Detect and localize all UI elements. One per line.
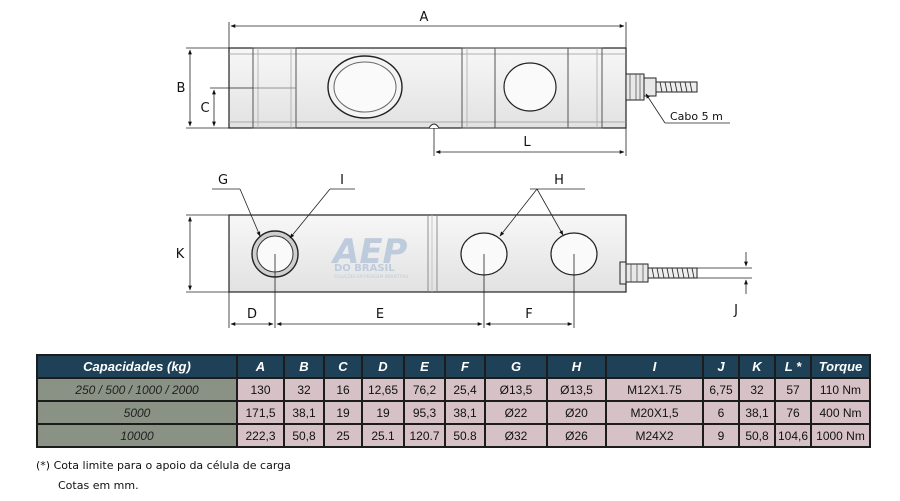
dim-label-g: G: [218, 173, 228, 188]
table-cell: 38,1: [738, 400, 776, 425]
table-cell: 19: [323, 400, 363, 425]
column-header-dim-7: G: [484, 354, 548, 379]
table-cell: 6,75: [702, 377, 740, 402]
dim-label-c: C: [200, 101, 209, 116]
column-header-capacity: Capacidades (kg): [36, 354, 238, 379]
table-cell: 1000 Nm: [810, 423, 871, 448]
table-cell: Ø20: [546, 400, 607, 425]
table-cell: 104,6: [774, 423, 812, 448]
table-cell: 95,3: [403, 400, 446, 425]
column-header-dim-9: I: [605, 354, 704, 379]
table-cell: 38,1: [283, 400, 325, 425]
table-cell: 110 Nm: [810, 377, 871, 402]
column-header-dim-4: D: [361, 354, 405, 379]
table-cell: 50,8: [738, 423, 776, 448]
dim-label-e: E: [376, 307, 384, 322]
cable-gland-top: [625, 73, 645, 101]
dim-label-f: F: [525, 307, 532, 322]
table-cell: 171,5: [236, 400, 285, 425]
aep-watermark-logo: AEP DO BRASIL SOLUÇÕES EM PESAGEM INDUST…: [330, 232, 410, 279]
column-header-dim-11: K: [738, 354, 776, 379]
capacity-cell: 5000: [36, 400, 238, 425]
table-cell: 222,3: [236, 423, 285, 448]
cable-bottom: [647, 267, 698, 279]
load-cell-drawing: A B C L Cabo 5 m AEP DO BRASIL SOLUÇÕES …: [176, 10, 752, 328]
table-cell: M12X1.75: [605, 377, 704, 402]
column-header-dim-2: B: [283, 354, 325, 379]
column-header-dim-10: J: [702, 354, 740, 379]
footnotes: (*) Cota limite para o apoio da célula d…: [36, 456, 291, 496]
column-header-dim-1: A: [236, 354, 285, 379]
table-cell: 38,1: [444, 400, 486, 425]
dim-label-h: H: [554, 173, 564, 188]
dim-label-k: K: [176, 247, 185, 262]
dim-label-l: L: [523, 135, 531, 150]
table-cell: Ø26: [546, 423, 607, 448]
column-header-torque: Torque: [810, 354, 871, 379]
capacity-cell: 250 / 500 / 1000 / 2000: [36, 377, 238, 402]
table-cell: 50,8: [283, 423, 325, 448]
column-header-dim-12: L *: [774, 354, 812, 379]
table-cell: 25: [323, 423, 363, 448]
table-cell: 130: [236, 377, 285, 402]
dim-label-d: D: [247, 307, 257, 322]
cable-length-label: Cabo 5 m: [670, 110, 723, 123]
svg-text:SOLUÇÕES EM PESAGEM INDUSTRIAL: SOLUÇÕES EM PESAGEM INDUSTRIAL: [334, 274, 410, 279]
column-header-dim-5: E: [403, 354, 446, 379]
table-cell: 12,65: [361, 377, 405, 402]
table-cell: 19: [361, 400, 405, 425]
top-view: A B C L Cabo 5 m: [177, 10, 730, 156]
column-header-dim-3: C: [323, 354, 363, 379]
table-cell: 57: [774, 377, 812, 402]
dim-label-i: I: [340, 173, 344, 188]
footnote-cota-limite: (*) Cota limite para o apoio da célula d…: [36, 459, 291, 472]
table-cell: 6: [702, 400, 740, 425]
table-cell: 32: [738, 377, 776, 402]
table-cell: 32: [283, 377, 325, 402]
svg-text:DO BRASIL: DO BRASIL: [334, 263, 395, 274]
dim-label-b: B: [177, 81, 186, 96]
table-cell: 400 Nm: [810, 400, 871, 425]
svg-text:AEP: AEP: [330, 232, 408, 272]
table-cell: 9: [702, 423, 740, 448]
table-cell: 16: [323, 377, 363, 402]
table-cell: Ø13,5: [546, 377, 607, 402]
table-cell: 76: [774, 400, 812, 425]
load-hole-top: [503, 62, 557, 112]
cable-top: [655, 81, 698, 93]
column-header-dim-6: F: [444, 354, 486, 379]
table-cell: M24X2: [605, 423, 704, 448]
table-cell: 120.7: [403, 423, 446, 448]
table-cell: M20X1,5: [605, 400, 704, 425]
table-cell: 25,4: [444, 377, 486, 402]
capacity-cell: 10000: [36, 423, 238, 448]
dim-label-j: J: [733, 303, 738, 318]
column-header-dim-8: H: [546, 354, 607, 379]
table-cell: Ø32: [484, 423, 548, 448]
table-cell: Ø22: [484, 400, 548, 425]
footnote-units: Cotas em mm.: [58, 479, 139, 492]
table-cell: 50.8: [444, 423, 486, 448]
table-cell: 76,2: [403, 377, 446, 402]
bottom-view: AEP DO BRASIL SOLUÇÕES EM PESAGEM INDUST…: [176, 173, 752, 328]
table-cell: 25.1: [361, 423, 405, 448]
dim-label-a: A: [420, 10, 429, 25]
table-cell: Ø13,5: [484, 377, 548, 402]
